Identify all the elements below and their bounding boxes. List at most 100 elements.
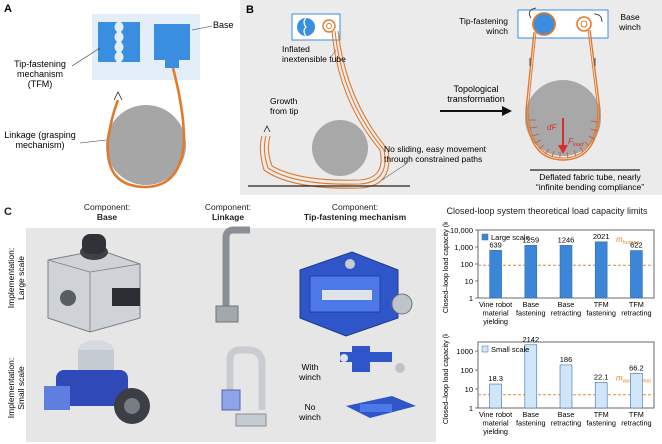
panel-b: B Inflated inextensible tube Growth from… [240,0,662,195]
category-label: Base [558,300,575,309]
bar [630,250,643,299]
data-label: 1246 [558,235,575,244]
panel-a-diagram: A Base Tip-fastening mechanism (TFM) Lin… [4,3,234,189]
b-df-label: dF [547,123,557,132]
y-tick-label: 100 [460,366,473,375]
y-tick-label: 1 [469,294,473,303]
legend-swatch [481,233,489,241]
category-label: retracting [551,419,581,428]
with-winch-label-2: winch [298,372,321,382]
base-leader [191,25,213,31]
panel-c-renders: Implementation: Large scale Implementati… [6,226,436,442]
b-growth-arrow [263,125,271,133]
b-sliding-leader [381,163,407,181]
no-winch-label-1: No [305,402,316,412]
reference-line-label: mhuman [616,235,640,246]
linkage-label-line-1: Linkage (grasping [4,130,76,140]
b-deflated-tube [525,29,601,161]
panel-b-diagram: B Inflated inextensible tube Growth from… [240,0,662,195]
bar [489,383,502,409]
y-tick-label: 1,000 [454,243,473,252]
category-label: retracting [621,309,651,318]
b-deflated-tube-inner [527,29,599,159]
panel-a-letter: A [4,3,12,15]
category-label: Base [558,410,575,419]
bar [524,344,538,409]
data-label: 22.1 [594,372,609,381]
data-label: 1259 [522,235,539,244]
b-left-tfm-split [303,17,307,37]
svg-text:Small scale: Small scale [16,366,26,410]
large-linkage-render [215,226,250,323]
base-block [154,24,190,60]
chart-section-header: Closed-loop system theoretical load capa… [446,206,648,216]
b-inflated-tube-2 [263,30,386,185]
tfm-left-half [98,22,117,62]
legend-label: Large scale [491,233,530,242]
tfm-label-line-2: mechanism [17,69,63,79]
category-label: TFM [629,300,644,309]
tfm-leader [71,47,101,67]
data-label: 2021 [593,232,610,241]
data-label: 2142 [522,335,539,344]
tfm-label-line-3: (TFM) [28,79,53,89]
b-inflated-tube-3 [259,30,390,189]
b-left-base-reel [322,19,336,33]
base-label: Base [213,20,234,30]
b-fload-label: Fload [568,137,584,148]
bar [630,373,643,409]
data-label: 66.2 [629,363,644,372]
row-label-large: Implementation: Large scale [6,248,26,308]
legend-label: Small scale [491,345,529,354]
svg-text:Large scale: Large scale [16,256,26,300]
category-label: TFM [594,410,609,419]
legend-swatch [481,345,489,353]
b-growth-label-1: Growth [270,96,298,106]
panel-b-letter: B [246,4,254,16]
svg-text:Implementation:: Implementation: [6,358,16,418]
b-tip-winch-label-2: winch [485,26,508,36]
b-tip-winch-label-1: Tip-fastening [459,16,508,26]
linkage-label-line-2: mechanism) [15,140,64,150]
panel-c: C Component:Base Component:Linkage Compo… [0,200,662,444]
no-winch-label-2: winch [298,412,321,422]
b-tip-fastening-winch [532,12,556,36]
bar [559,245,573,299]
b-topo-label-1: Topological [453,84,498,94]
y-tick-label: 10,000 [450,226,473,235]
y-tick-label: 1 [469,404,473,413]
col-header-linkage: Component:Linkage [204,202,252,222]
category-label: retracting [551,309,581,318]
category-label: Base [522,410,539,419]
panel-a: A Base Tip-fastening mechanism (TFM) Lin… [0,0,240,195]
category-label: TFM [629,410,644,419]
b-base-winch-core [580,20,588,28]
category-label: fastening [586,419,616,428]
b-deflated-label-2: “infinite bending compliance” [536,182,644,192]
category-label: Vine robot [479,410,512,419]
b-fload-arrow-head [558,145,568,154]
b-growth-label-2: from tip [270,106,299,116]
category-label: yielding [483,427,508,436]
data-label: 18.3 [488,374,503,383]
large-tfm-render [299,251,413,337]
panel-c-letter: C [4,206,12,218]
category-label: Vine robot [479,300,512,309]
large-base-render [47,234,141,333]
base-connector [165,60,179,68]
tfm-right-half [121,22,140,62]
category-label: Base [522,300,539,309]
bar [524,244,538,299]
col-header-tfm: Component:Tip-fastening mechanism [303,202,407,222]
b-base-winch-rotation [593,13,603,23]
b-topo-label-2: transformation [447,94,505,104]
tfm-label-line-1: Tip-fastening [14,59,66,69]
b-base-winch-label-2: winch [618,22,641,32]
small-tfm-with-winch-render [340,346,405,373]
small-tfm-no-winch-render [346,396,416,418]
b-base-winch [576,16,592,32]
growth-arrow [113,91,123,101]
category-label: TFM [594,300,609,309]
